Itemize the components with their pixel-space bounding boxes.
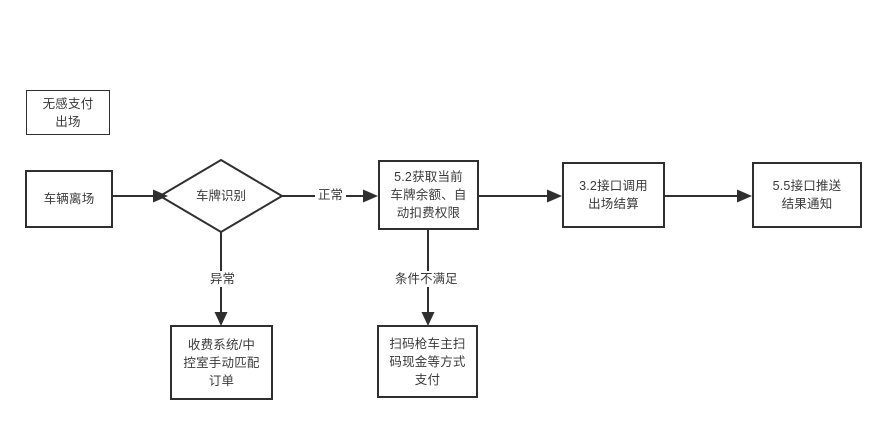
node-manual-match-order[interactable]: 收费系统/中 控室手动匹配 订单 [170, 325, 273, 400]
connector-step52-to-step32 [479, 189, 562, 203]
decision-diamond-shape [158, 158, 284, 234]
connector-step32-to-step55 [665, 189, 752, 203]
edge-label-condition-unmet: 条件不满足 [392, 271, 461, 287]
node-step-3-2-exit-settlement[interactable]: 3.2接口调用 出场结算 [562, 162, 665, 228]
node-step-5-2-get-balance[interactable]: 5.2获取当前 车牌余额、自 动扣费权限 [378, 160, 479, 230]
edge-label-normal: 正常 [315, 187, 347, 203]
node-payment-note[interactable]: 无感支付 出场 [26, 90, 110, 135]
node-vehicle-exit[interactable]: 车辆离场 [25, 170, 113, 228]
node-step-5-5-push-result[interactable]: 5.5接口推送 结果通知 [752, 162, 862, 228]
connector-start-to-decision [113, 189, 168, 203]
node-scan-code-payment[interactable]: 扫码枪车主扫 码现金等方式 支付 [377, 325, 478, 398]
edge-label-abnormal: 异常 [207, 271, 239, 287]
